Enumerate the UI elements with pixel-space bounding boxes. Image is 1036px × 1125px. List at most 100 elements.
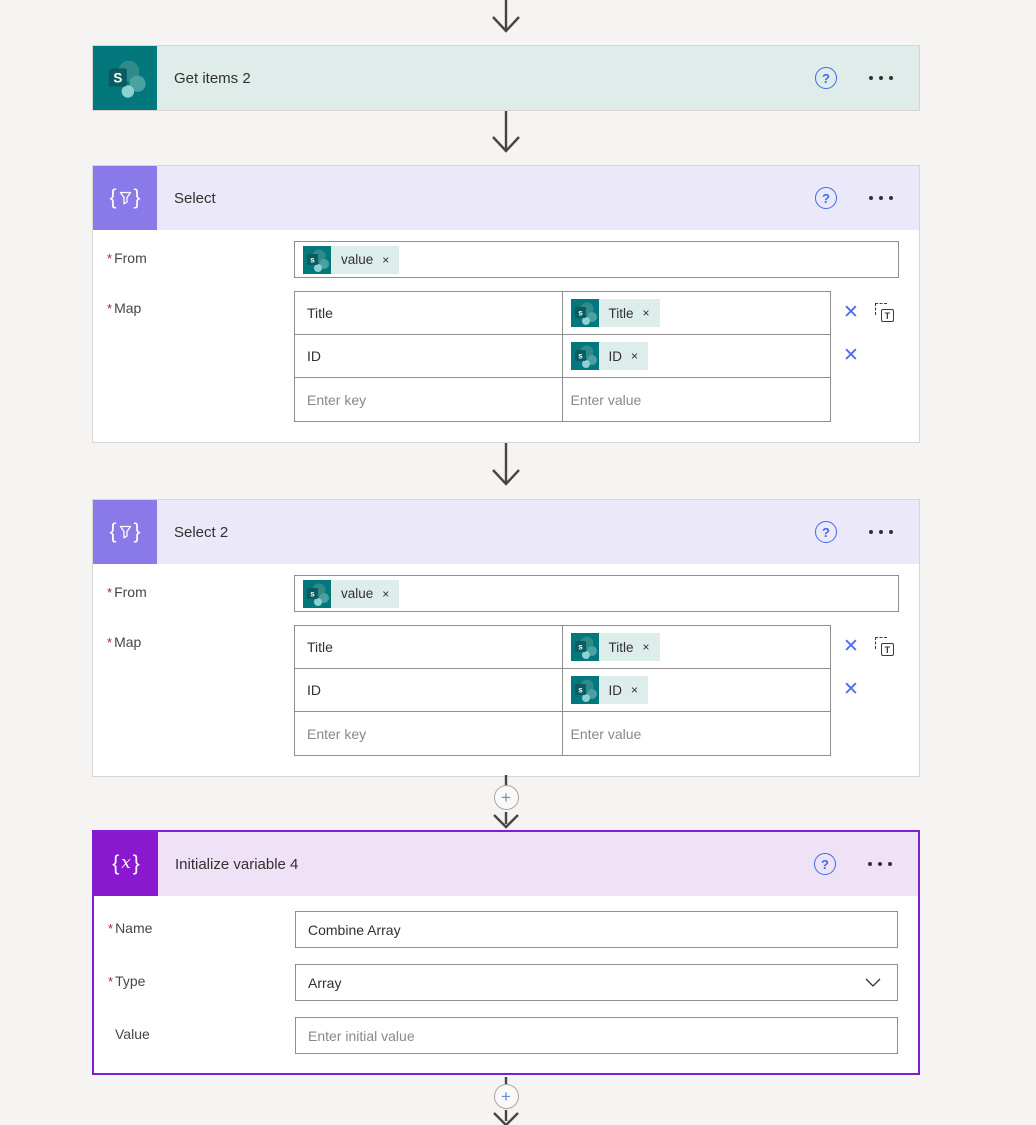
value-label: Value	[115, 1026, 150, 1042]
token-text: value	[341, 252, 374, 267]
map-row-2: s ID ×	[295, 669, 830, 712]
sharepoint-token-icon: s	[303, 579, 331, 608]
value-token[interactable]: s value×	[303, 579, 400, 608]
map-value-cell-1[interactable]: s Title ×	[563, 626, 831, 668]
from-input[interactable]: s value ×	[294, 241, 899, 278]
map-field-row: *Map s Title×	[107, 625, 899, 756]
map-table: s Title × s	[294, 625, 831, 756]
map-row-1: s Title×	[295, 292, 830, 335]
arrow-down-icon	[492, 111, 520, 153]
card-title: Select 2	[174, 523, 229, 541]
more-menu-icon[interactable]	[867, 72, 895, 84]
svg-text:s: s	[310, 255, 315, 264]
map-row-empty	[295, 712, 830, 755]
remove-token-icon[interactable]: ×	[631, 349, 639, 363]
map-value-cell-2[interactable]: s ID ×	[563, 669, 831, 711]
map-key-input-2[interactable]	[307, 348, 550, 364]
connector-top	[484, 0, 528, 44]
more-menu-icon[interactable]	[866, 858, 894, 870]
id-token[interactable]: s ID ×	[570, 676, 649, 704]
type-field-row: *Type	[108, 964, 898, 1001]
map-row-2: s ID ×	[295, 335, 830, 378]
help-icon[interactable]: ?	[815, 67, 837, 89]
map-field-row: *Map s Title×	[107, 291, 899, 422]
svg-text:s: s	[578, 643, 583, 652]
svg-text:s: s	[578, 352, 583, 361]
from-label: *From	[107, 584, 147, 600]
arrow-down-icon	[492, 0, 520, 33]
more-menu-icon[interactable]	[867, 526, 895, 538]
help-icon[interactable]: ?	[815, 521, 837, 543]
map-key-input-new[interactable]	[307, 725, 550, 742]
variable-value-input[interactable]	[308, 1018, 885, 1053]
map-label: *Map	[107, 300, 142, 316]
token-text: ID	[608, 682, 623, 698]
svg-text:S: S	[113, 70, 122, 85]
delete-row-icon[interactable]: ✕	[843, 302, 859, 323]
card-header-select-2[interactable]: {} Select 2 ?	[93, 500, 919, 564]
remove-token-icon[interactable]: ×	[631, 683, 639, 697]
title-token[interactable]: s Title ×	[570, 633, 660, 661]
map-value-input-new[interactable]	[570, 725, 822, 742]
from-field-row: *From s value×	[107, 575, 899, 612]
variable-icon: {x}	[94, 832, 158, 896]
value-token[interactable]: s value ×	[303, 245, 400, 274]
action-card-select: {} Select ? *From s value ×	[92, 165, 920, 443]
more-menu-icon[interactable]	[867, 192, 895, 204]
arrow-down-icon	[492, 443, 520, 486]
variable-name-input[interactable]	[308, 912, 885, 947]
name-field-row: *Name	[108, 911, 898, 948]
help-icon[interactable]: ?	[815, 187, 837, 209]
map-row-1: s Title ×	[295, 626, 830, 669]
map-key-input-2[interactable]	[307, 682, 550, 698]
map-key-input-1[interactable]	[307, 639, 550, 655]
map-value-cell-1[interactable]: s Title×	[563, 292, 831, 334]
insert-step-button[interactable]: +	[493, 1084, 519, 1109]
value-field-row: Value	[108, 1017, 898, 1054]
map-row-empty	[295, 378, 830, 421]
connector-4: +	[484, 1077, 528, 1125]
token-text: ID	[608, 348, 623, 364]
switch-to-text-mode-icon[interactable]: T	[874, 637, 894, 656]
remove-token-icon[interactable]: ×	[642, 306, 650, 320]
map-key-input-1[interactable]	[307, 305, 550, 321]
chevron-down-icon	[865, 978, 881, 987]
sharepoint-token-icon: s	[570, 676, 599, 704]
action-card-get-items-2: S Get items 2 ?	[92, 45, 920, 111]
delete-row-icon[interactable]: ✕	[843, 636, 859, 657]
from-label: *From	[107, 250, 147, 266]
insert-step-button[interactable]: +	[493, 785, 519, 810]
select-data-operation-icon: {}	[93, 500, 157, 564]
delete-row-icon[interactable]: ✕	[843, 679, 859, 700]
switch-to-text-mode-icon[interactable]: T	[874, 303, 894, 322]
remove-token-icon[interactable]: ×	[382, 252, 390, 267]
id-token[interactable]: s ID ×	[570, 342, 649, 370]
connector-1	[484, 111, 528, 164]
map-value-input-new[interactable]	[570, 391, 822, 408]
card-header-get-items-2[interactable]: S Get items 2 ?	[93, 46, 919, 110]
map-value-cell-2[interactable]: s ID ×	[563, 335, 831, 377]
name-input-box	[295, 911, 898, 948]
type-dropdown[interactable]	[295, 964, 898, 1001]
variable-type-value	[308, 965, 865, 1000]
token-text: Title	[608, 639, 634, 655]
value-input-box	[295, 1017, 898, 1054]
help-icon[interactable]: ?	[814, 853, 836, 875]
title-token[interactable]: s Title×	[570, 299, 660, 327]
map-table: s Title× s	[294, 291, 831, 422]
from-input[interactable]: s value×	[294, 575, 899, 612]
name-label: *Name	[108, 920, 153, 936]
delete-row-icon[interactable]: ✕	[843, 345, 859, 366]
svg-text:s: s	[578, 686, 583, 695]
map-key-input-new[interactable]	[307, 391, 550, 408]
card-header-initialize-variable-4[interactable]: {x} Initialize variable 4 ?	[94, 832, 918, 896]
sharepoint-token-icon: s	[303, 245, 331, 274]
sharepoint-icon: S	[93, 46, 157, 110]
remove-token-icon[interactable]: ×	[382, 586, 390, 601]
action-card-initialize-variable-4: {x} Initialize variable 4 ? *Name *Type	[92, 830, 920, 1075]
from-field-row: *From s value ×	[107, 241, 899, 278]
card-title: Get items 2	[174, 69, 251, 87]
action-card-select-2: {} Select 2 ? *From s value×	[92, 499, 920, 777]
remove-token-icon[interactable]: ×	[642, 640, 650, 654]
card-header-select[interactable]: {} Select ?	[93, 166, 919, 230]
